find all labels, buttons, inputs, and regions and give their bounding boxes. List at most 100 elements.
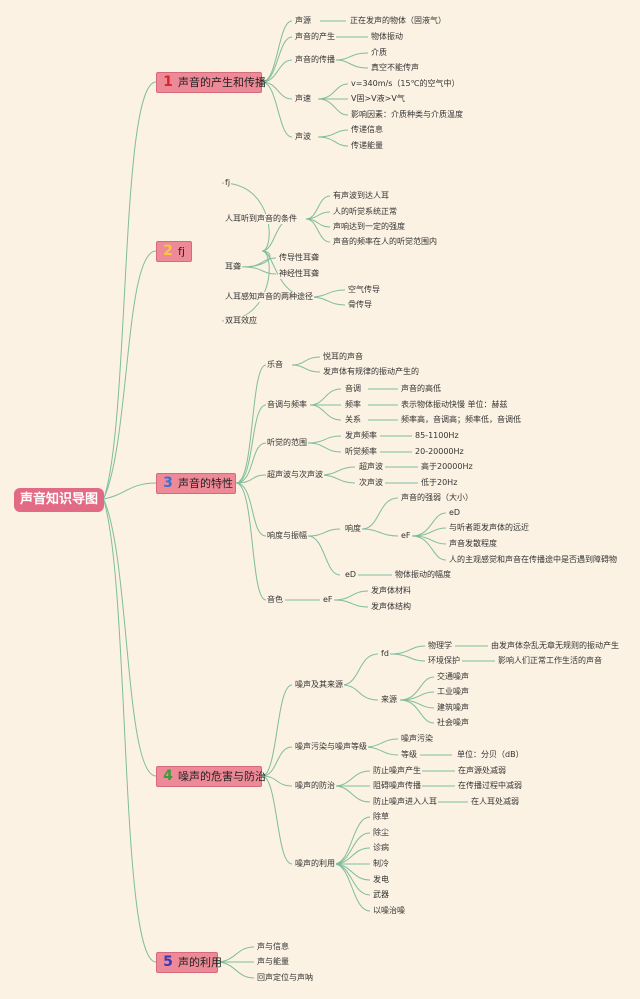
node-echolocation: 回声定位与声呐 bbox=[256, 973, 314, 983]
node-path-bone: 骨传导 bbox=[347, 300, 373, 310]
node-env-desc: 影响人们正常工作生活的声音 bbox=[497, 656, 603, 666]
node-relation-desc: 频率高，音调高；频率低，音调低 bbox=[400, 415, 522, 425]
node-use-6: 武器 bbox=[372, 890, 390, 900]
node-cond-2: 人的听觉系统正常 bbox=[332, 207, 398, 217]
node-deaf-2: 神经性耳聋 bbox=[278, 269, 320, 279]
node-use-5: 发电 bbox=[372, 875, 390, 885]
node-freq-desc: 表示物体振动快慢 单位：赫兹 bbox=[400, 400, 509, 410]
node-origin: 来源 bbox=[380, 695, 398, 705]
node-relation: 关系 bbox=[344, 415, 362, 425]
node-use-7: 以噪治噪 bbox=[372, 906, 406, 916]
node-origin-1: 交通噪声 bbox=[436, 672, 470, 682]
node-fd: fd bbox=[380, 649, 390, 659]
node-factor-2: 声音发散程度 bbox=[448, 539, 498, 549]
node-ctrl-1-desc: 在声源处减弱 bbox=[457, 766, 507, 776]
node-level: 等级 bbox=[400, 750, 418, 760]
node-voice-freq-val: 85-1100Hz bbox=[414, 431, 460, 441]
node-music-1: 悦耳的声音 bbox=[322, 352, 364, 362]
node-use-energy: 声与能量 bbox=[256, 957, 290, 967]
node-cond-4: 声音的频率在人的听觉范围内 bbox=[332, 237, 438, 247]
section-number: 3 bbox=[163, 475, 173, 491]
node-loud-1: 声音的强弱（大小） bbox=[400, 493, 474, 503]
node-source: 声源 bbox=[294, 16, 312, 26]
node-range: 听觉的范围 bbox=[266, 438, 308, 448]
node-ctrl-1: 防止噪声产生 bbox=[372, 766, 422, 776]
node-ultra: 超声波与次声波 bbox=[266, 470, 324, 480]
node-propagate: 声音的传播 bbox=[294, 55, 336, 65]
node-infrasonic-val: 低于20Hz bbox=[420, 478, 459, 488]
node-pollution-1: 噪声污染 bbox=[400, 734, 434, 744]
node-timbre-2: 发声体结构 bbox=[370, 602, 412, 612]
node-hear-freq: 听觉频率 bbox=[344, 447, 378, 457]
node-ctrl-2-desc: 在传播过程中减弱 bbox=[457, 781, 523, 791]
node-use-1: 除草 bbox=[372, 812, 390, 822]
node-pitch: 音调 bbox=[344, 384, 362, 394]
node-music-2: 发声体有规律的振动产生的 bbox=[322, 367, 420, 377]
node-loud-amp: 响度与振幅 bbox=[266, 531, 308, 541]
section-1-node: 1 声音的产生和传播 bbox=[156, 72, 266, 93]
node-noise-source: 噪声及其来源 bbox=[294, 680, 344, 690]
section-title: 声音的特性 bbox=[178, 477, 233, 490]
node-factor-3: 人的主观感觉和声音在传播途中是否遇到障碍物 bbox=[448, 555, 618, 565]
section-number: 5 bbox=[163, 954, 173, 970]
node-timbre-ef: eF bbox=[322, 595, 334, 605]
node-control: 噪声的防治 bbox=[294, 781, 336, 791]
node-level-unit: 单位：分贝（dB） bbox=[456, 750, 525, 760]
node-ed-small: eD bbox=[448, 508, 462, 518]
node-deaf-1: 传导性耳聋 bbox=[278, 253, 320, 263]
node-loudness: 响度 bbox=[344, 524, 362, 534]
section-2-node: 2 fj bbox=[156, 241, 192, 262]
node-factor-1: 与听者距发声体的远近 bbox=[448, 523, 530, 533]
node-ctrl-2: 阻碍噪声传播 bbox=[372, 781, 422, 791]
node-vacuum: 真空不能传声 bbox=[370, 63, 420, 73]
node-wave-info: 传递信息 bbox=[350, 125, 384, 135]
node-ultrasonic-val: 高于20000Hz bbox=[420, 462, 474, 472]
node-use-2: 除尘 bbox=[372, 828, 390, 838]
node-speed-3: 影响因素：介质种类与介质温度 bbox=[350, 110, 464, 120]
node-wave: 声波 bbox=[294, 132, 312, 142]
node-path-air: 空气传导 bbox=[347, 285, 381, 295]
section-title: fj bbox=[178, 245, 185, 258]
node-hear-condition: 人耳听到声音的条件 bbox=[224, 214, 298, 224]
node-cond-1: 有声波到达人耳 bbox=[332, 191, 390, 201]
node-use: 噪声的利用 bbox=[294, 859, 336, 869]
section-4-node: 4 噪声的危害与防治 bbox=[156, 766, 266, 787]
node-fj: fj bbox=[224, 178, 232, 188]
node-ctrl-3: 防止噪声进入人耳 bbox=[372, 797, 438, 807]
node-produce-desc: 物体振动 bbox=[370, 32, 404, 42]
section-title: 噪声的危害与防治 bbox=[178, 770, 266, 783]
node-speed-1: v=340m/s（15℃的空气中） bbox=[350, 79, 461, 89]
node-produce: 声音的产生 bbox=[294, 32, 336, 42]
node-cond-3: 声响达到一定的强度 bbox=[332, 222, 406, 232]
node-ctrl-3-desc: 在人耳处减弱 bbox=[470, 797, 520, 807]
section-number: 1 bbox=[163, 74, 173, 90]
node-use-info: 声与信息 bbox=[256, 942, 290, 952]
node-freq: 频率 bbox=[344, 400, 362, 410]
node-physics: 物理学 bbox=[427, 641, 453, 651]
node-source-desc: 正在发声的物体（固液气） bbox=[349, 16, 447, 26]
node-pitch-desc: 声音的高低 bbox=[400, 384, 442, 394]
node-timbre: 音色 bbox=[266, 595, 284, 605]
node-origin-3: 建筑噪声 bbox=[436, 703, 470, 713]
root-node: 声音知识导图 bbox=[14, 488, 104, 512]
node-pitch-freq: 音调与频率 bbox=[266, 400, 308, 410]
node-env: 环境保护 bbox=[427, 656, 461, 666]
node-ed-desc: 物体振动的幅度 bbox=[394, 570, 452, 580]
node-infrasonic: 次声波 bbox=[358, 478, 384, 488]
section-3-node: 3 声音的特性 bbox=[156, 473, 236, 494]
node-speed-2: V固>V液>V气 bbox=[350, 94, 406, 104]
section-number: 4 bbox=[163, 768, 173, 784]
node-deaf: 耳聋 bbox=[224, 262, 242, 272]
node-hear-freq-val: 20-20000Hz bbox=[414, 447, 465, 457]
node-physics-desc: 由发声体杂乱无章无规则的振动产生 bbox=[490, 641, 620, 651]
node-ed: eD bbox=[344, 570, 358, 580]
node-voice-freq: 发声频率 bbox=[344, 431, 378, 441]
node-use-4: 制冷 bbox=[372, 859, 390, 869]
node-medium: 介质 bbox=[370, 48, 388, 58]
section-title: 声音的产生和传播 bbox=[178, 76, 266, 89]
node-binaural: 双耳效应 bbox=[224, 316, 258, 326]
section-number: 2 bbox=[163, 243, 173, 259]
node-timbre-1: 发声体材料 bbox=[370, 586, 412, 596]
node-speed: 声速 bbox=[294, 94, 312, 104]
